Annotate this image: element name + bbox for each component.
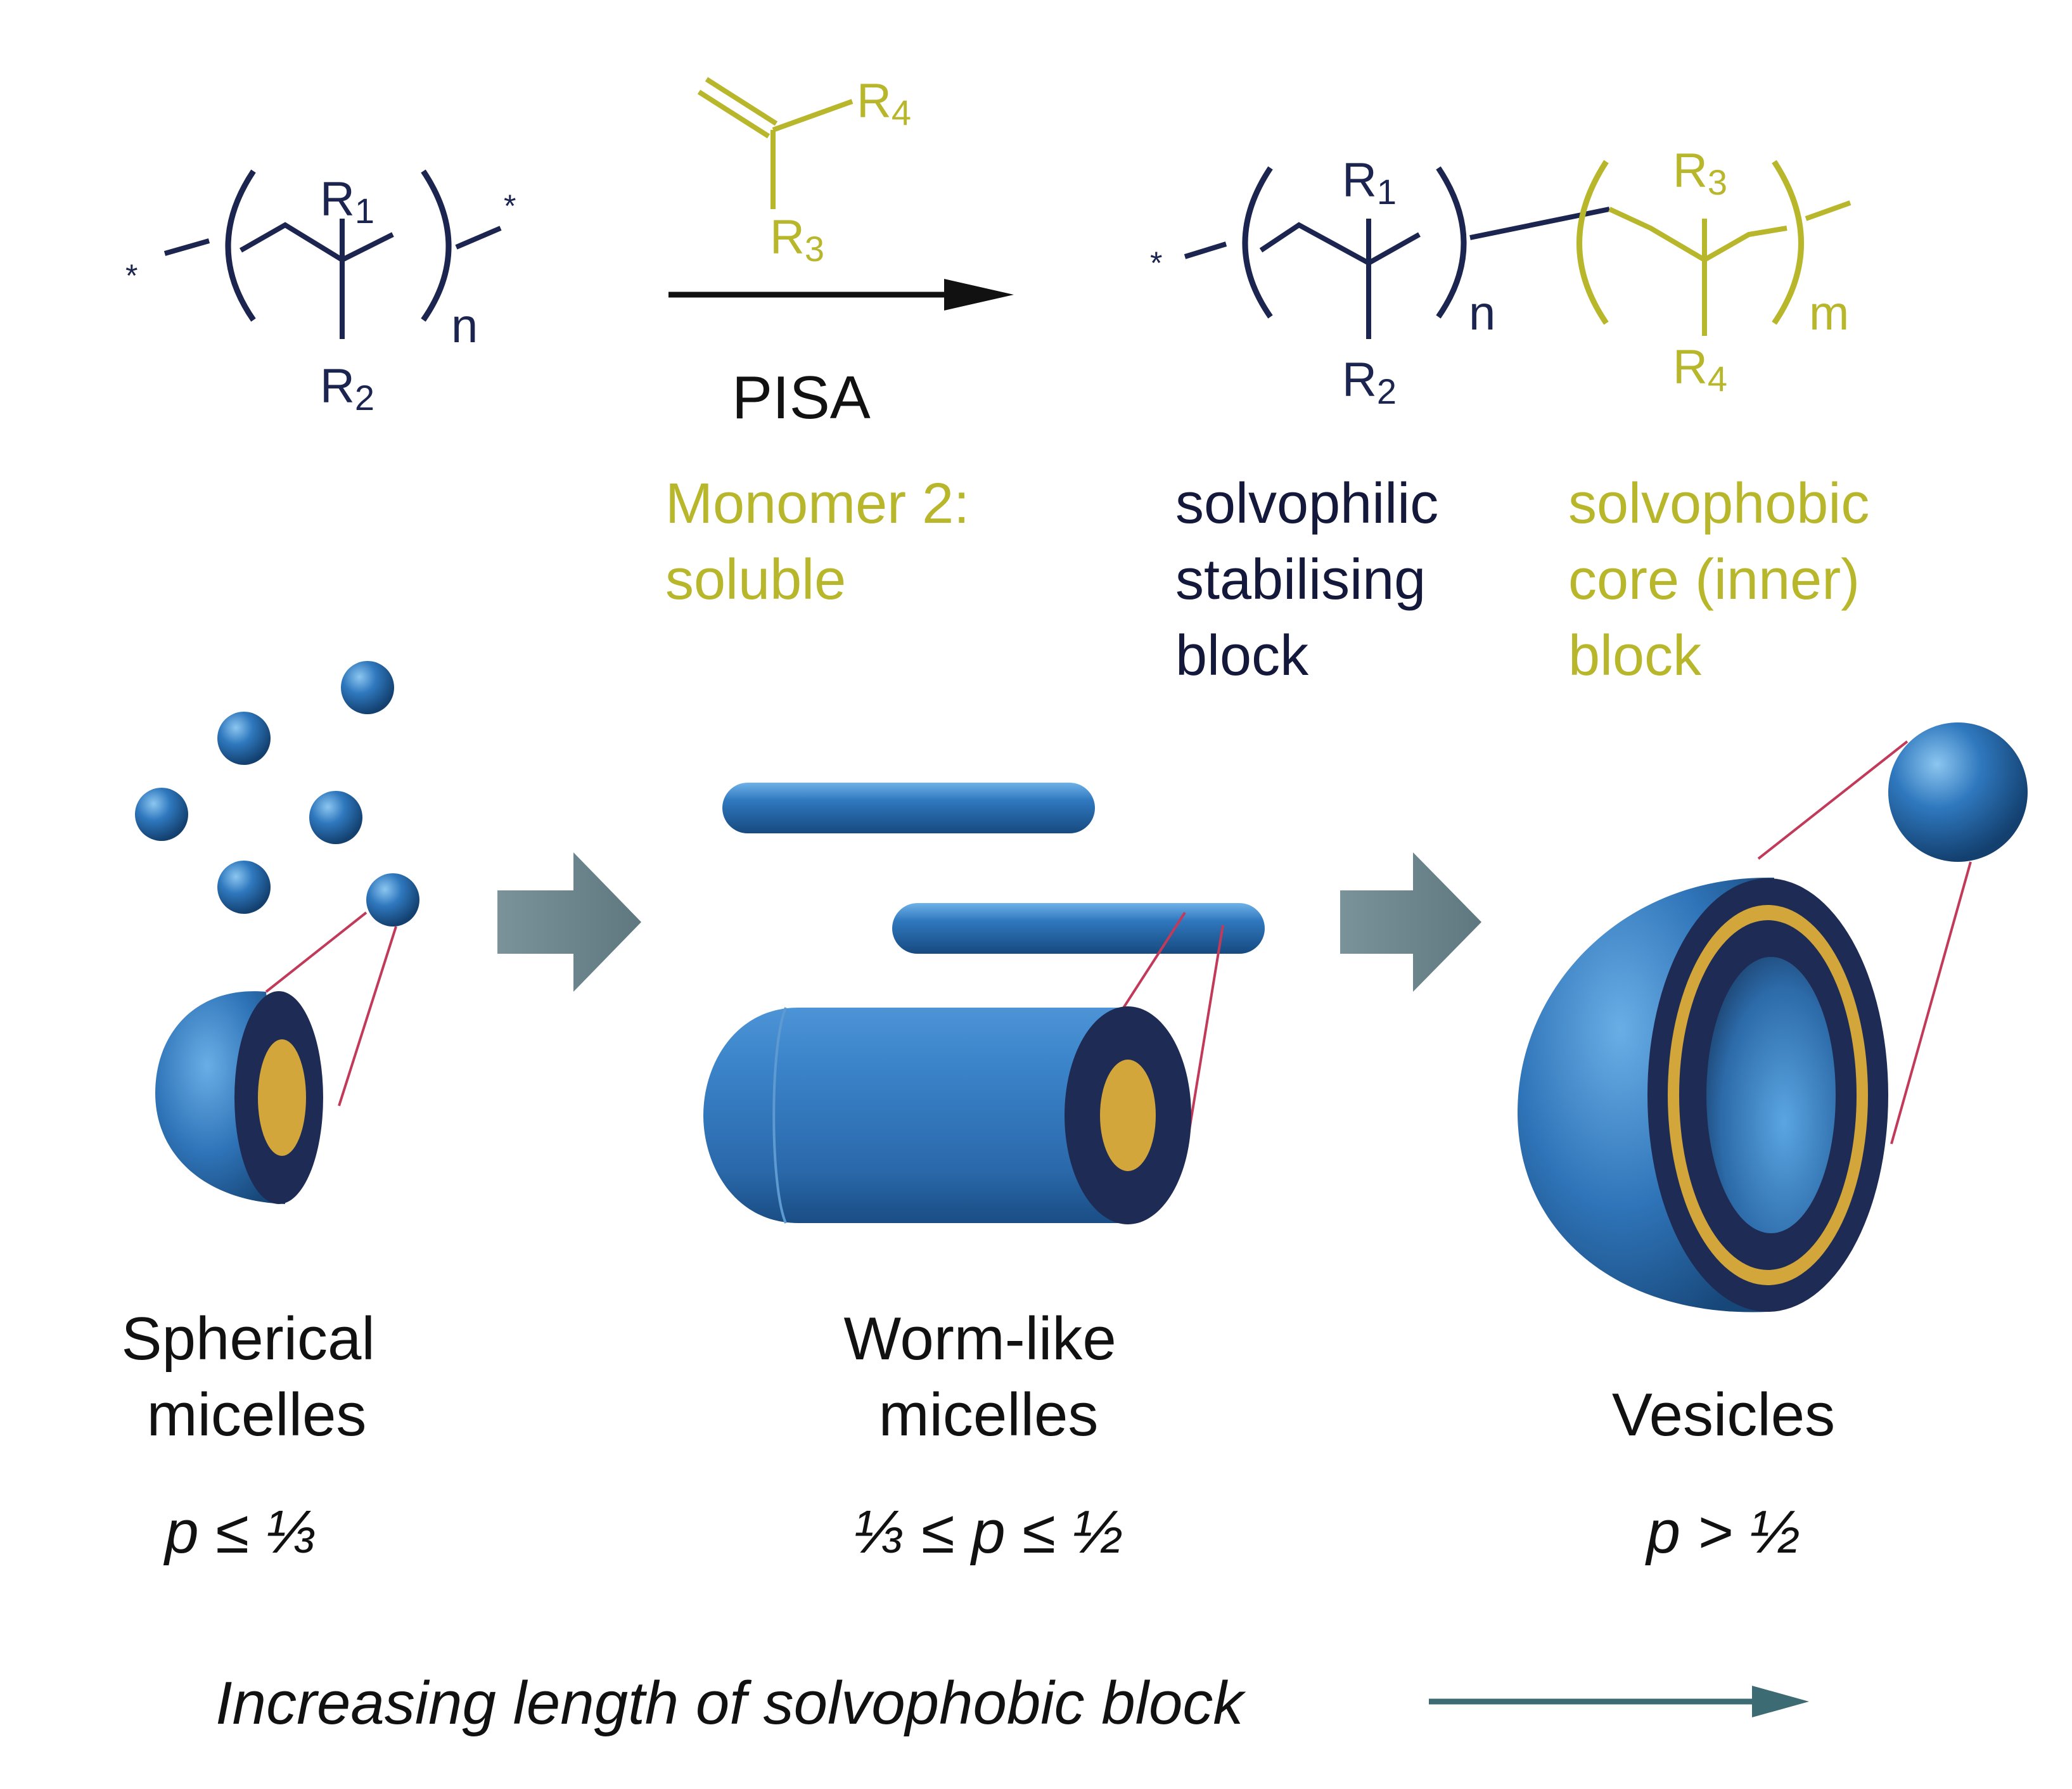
monomer-double-bond bbox=[697, 77, 778, 139]
product-r3: R3 bbox=[1673, 144, 1727, 202]
pisa-label: PISA bbox=[732, 364, 871, 432]
micelle-sphere bbox=[135, 788, 188, 841]
product-r2: R2 bbox=[1342, 353, 1397, 411]
product-structure: * R1 R2 n R3 R4 m bbox=[1150, 144, 1851, 411]
zoom-line bbox=[1757, 740, 1972, 1145]
reactant-bracket-right bbox=[421, 169, 452, 322]
solvophobic-caption: solvophobic core (inner) block bbox=[1568, 472, 1885, 688]
monomer-caption: Monomer 2: soluble bbox=[665, 472, 985, 612]
morphology-condition-worm-like: ⅓ ≤ p ≤ ½ bbox=[854, 1498, 1123, 1566]
product-backbone-first bbox=[1184, 222, 1421, 266]
morphology-condition-spherical: p ≤ ⅓ bbox=[163, 1498, 316, 1566]
spherical-micelles-illustration bbox=[135, 661, 419, 1204]
morphology-name-vesicles: Vesicles bbox=[1612, 1381, 1835, 1449]
product-m: m bbox=[1809, 286, 1849, 340]
trend-arrow bbox=[1429, 1686, 1809, 1717]
product-star: * bbox=[1150, 245, 1162, 281]
product-linker-bond bbox=[1469, 207, 1610, 240]
morphology-name-spherical: Spherical micelles bbox=[122, 1305, 392, 1449]
monomer-r3: R3 bbox=[770, 210, 824, 269]
morphology-condition-vesicles: p > ½ bbox=[1645, 1498, 1801, 1566]
product-r4: R4 bbox=[1673, 340, 1727, 399]
spherical-micelle-cross-section bbox=[155, 991, 323, 1204]
reactant-star-right: * bbox=[504, 188, 516, 224]
micelle-sphere bbox=[217, 861, 271, 914]
micelle-sphere bbox=[217, 712, 271, 765]
worm-micelle-cross-section bbox=[703, 1006, 1191, 1224]
trend-label: Increasing length of solvophobic block bbox=[215, 1669, 1246, 1737]
transition-arrow-2 bbox=[1340, 852, 1481, 992]
reactant-r1: R1 bbox=[320, 172, 374, 231]
micelle-sphere bbox=[366, 873, 419, 927]
reactant-bracket-left bbox=[225, 169, 256, 322]
morphology-name-worm-like: Worm-like micelles bbox=[844, 1305, 1134, 1449]
zoom-line bbox=[265, 911, 397, 1106]
product-r1: R1 bbox=[1342, 153, 1397, 212]
worm-rod bbox=[722, 783, 1095, 833]
product-bracket-2-right bbox=[1772, 160, 1804, 325]
monomer-bond-r4 bbox=[772, 99, 854, 132]
product-backbone-second bbox=[1608, 200, 1851, 263]
reactant-star-left: * bbox=[125, 258, 137, 293]
transition-arrow-1 bbox=[497, 852, 641, 992]
solvophilic-caption: solvophilic stabilising block bbox=[1175, 472, 1454, 688]
monomer-r4: R4 bbox=[857, 74, 911, 132]
product-n: n bbox=[1469, 286, 1495, 340]
reactant-r2: R2 bbox=[320, 359, 374, 418]
micelle-sphere bbox=[341, 661, 394, 714]
product-bracket-1-left bbox=[1242, 166, 1273, 319]
product-bracket-1-right bbox=[1436, 166, 1467, 319]
monomer-structure: R4 R3 bbox=[697, 74, 911, 269]
product-bracket-2-left bbox=[1576, 160, 1609, 325]
reaction-arrow bbox=[668, 279, 1014, 311]
worm-rod bbox=[892, 903, 1265, 954]
vesicle-sphere bbox=[1888, 722, 2028, 862]
vesicle-cross-section bbox=[1518, 877, 1888, 1312]
vesicles-illustration bbox=[1518, 722, 2028, 1312]
reactant-n: n bbox=[451, 299, 478, 353]
worm-like-micelles-illustration bbox=[703, 783, 1265, 1224]
micelle-sphere bbox=[309, 791, 362, 844]
reactant-backbone bbox=[163, 222, 502, 263]
zoom-line bbox=[1120, 911, 1224, 1138]
reactant-structure: * * R1 R2 n bbox=[125, 169, 516, 418]
